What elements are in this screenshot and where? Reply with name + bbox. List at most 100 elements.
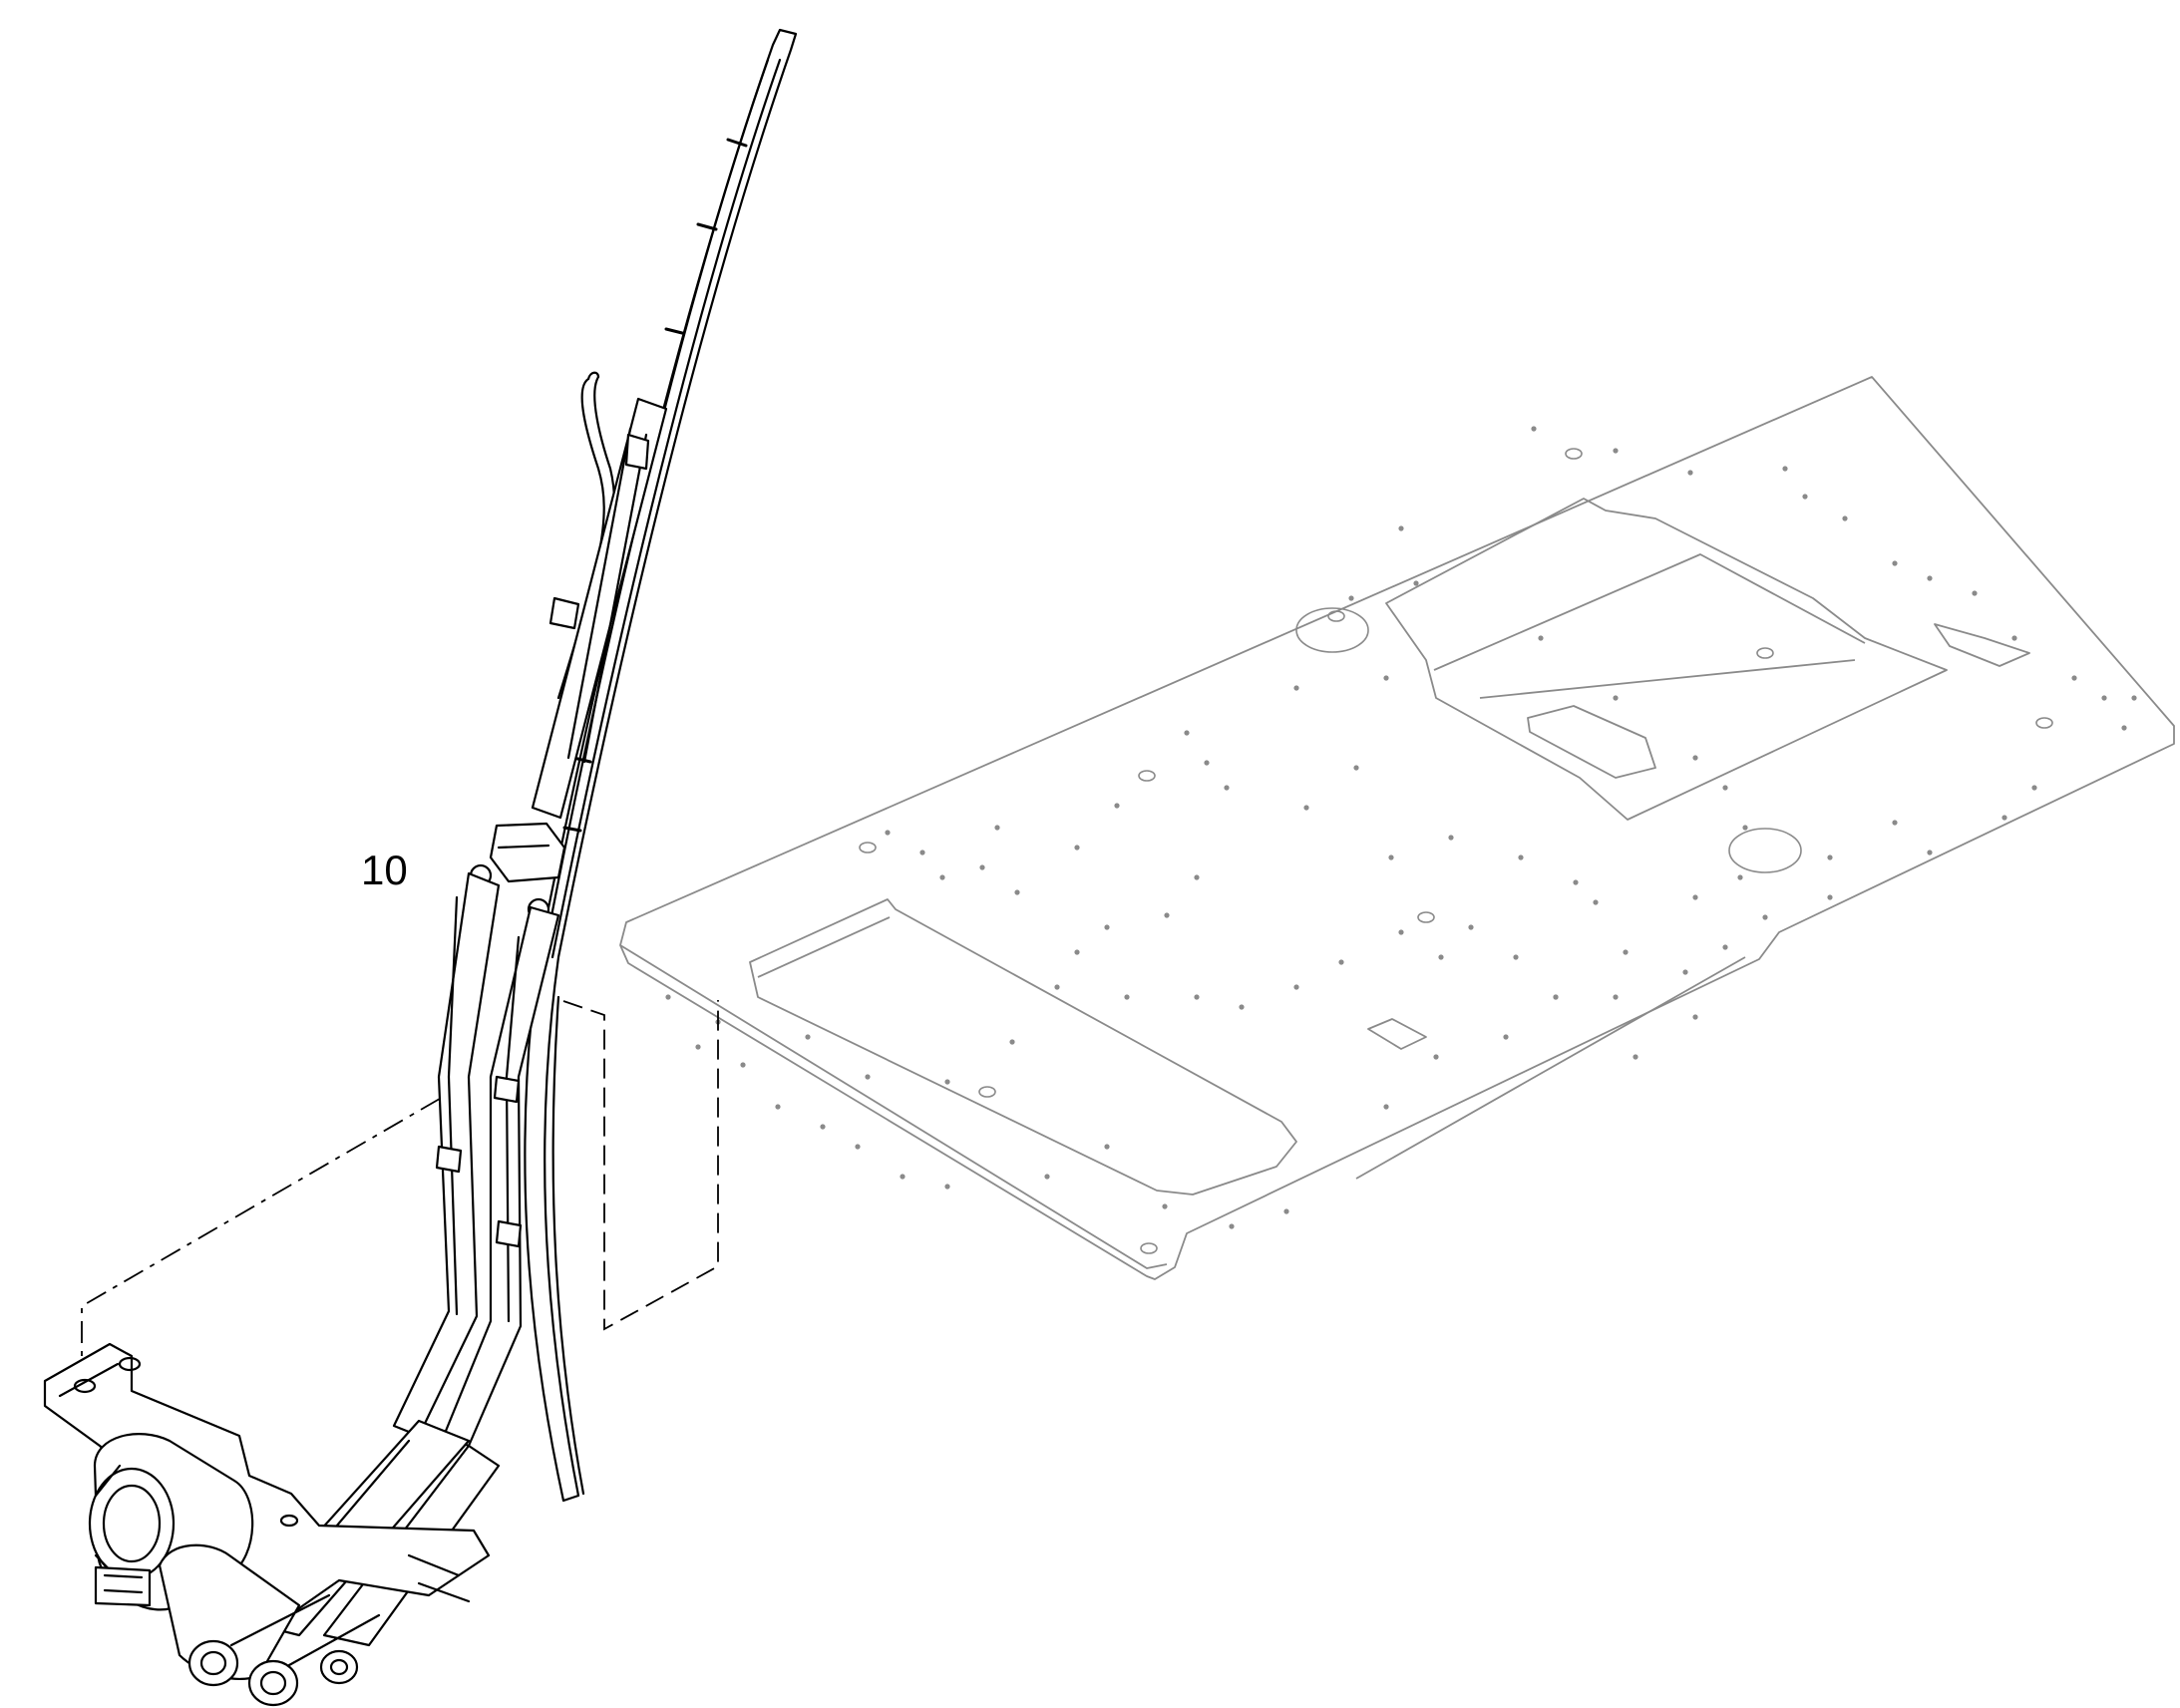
mounting-hole	[1538, 635, 1544, 641]
mounting-hole	[1762, 914, 1768, 920]
mounting-hole	[1104, 1144, 1110, 1150]
mounting-hole	[2131, 695, 2137, 701]
mounting-hole	[1293, 984, 1299, 990]
mounting-hole	[1722, 785, 1728, 791]
mounting-hole	[1613, 994, 1619, 1000]
wiper-assembly	[43, 28, 798, 1707]
mounting-hole	[1633, 1054, 1638, 1060]
mounting-hole	[1398, 929, 1404, 935]
mounting-hole	[1283, 1208, 1289, 1214]
mounting-hole	[2031, 785, 2037, 791]
mounting-hole	[1756, 647, 1774, 659]
mounting-hole	[1682, 969, 1688, 975]
mounting-hole	[859, 842, 877, 854]
mounting-hole	[1348, 595, 1354, 601]
mounting-hole	[1074, 845, 1080, 851]
mounting-hole	[1553, 994, 1559, 1000]
mounting-hole	[1184, 730, 1190, 736]
mounting-hole	[2121, 725, 2127, 731]
mounting-hole	[1613, 448, 1619, 454]
mounting-hole	[1124, 994, 1130, 1000]
mounting-hole	[1742, 825, 1748, 831]
mounting-hole	[1802, 494, 1808, 500]
mounting-hole	[1927, 850, 1933, 855]
mounting-hole	[1140, 1242, 1158, 1254]
mounting-hole	[1842, 515, 1848, 521]
mounting-hole	[1518, 854, 1524, 860]
mounting-hole	[919, 850, 925, 855]
mounting-hole	[1398, 525, 1404, 531]
mounting-hole	[1927, 575, 1933, 581]
mounting-hole	[900, 1174, 906, 1180]
mounting-hole	[939, 874, 945, 880]
mounting-hole	[1503, 1034, 1509, 1040]
mounting-hole	[2011, 635, 2017, 641]
mounting-hole	[1692, 755, 1698, 761]
mounting-hole	[855, 1144, 861, 1150]
mounting-hole	[1009, 1039, 1015, 1045]
mounting-hole	[1239, 1004, 1245, 1010]
mounting-hole	[1531, 426, 1537, 432]
mounting-hole	[978, 1086, 996, 1098]
mounting-hole	[994, 825, 1000, 831]
construction-lines	[81, 1000, 719, 1386]
roof-plate	[619, 376, 2175, 1280]
mounting-hole	[1114, 803, 1120, 809]
mounting-hole	[1194, 994, 1200, 1000]
mounting-hole	[2035, 717, 2053, 729]
mounting-hole	[1303, 805, 1309, 811]
mounting-hole	[665, 994, 671, 1000]
mounting-hole	[1827, 854, 1833, 860]
mounting-hole	[775, 1104, 781, 1110]
mounting-hole	[1138, 770, 1156, 782]
mounting-hole	[1353, 765, 1359, 771]
mounting-hole	[1687, 470, 1693, 476]
mounting-hole	[1573, 879, 1579, 885]
mounting-hole	[979, 864, 985, 870]
mounting-hole	[1613, 695, 1619, 701]
mounting-hole	[1194, 874, 1200, 880]
mounting-hole	[1229, 1223, 1235, 1229]
mounting-hole	[2001, 815, 2007, 821]
mounting-hole	[1722, 944, 1728, 950]
mounting-hole	[1692, 894, 1698, 900]
mounting-hole	[865, 1074, 871, 1080]
mounting-hole	[1054, 984, 1060, 990]
mounting-hole	[2101, 695, 2107, 701]
mounting-hole	[1593, 899, 1599, 905]
mounting-hole	[1892, 560, 1898, 566]
mounting-hole	[944, 1079, 950, 1085]
mounting-hole	[1293, 685, 1299, 691]
mounting-hole	[1448, 835, 1454, 841]
mounting-hole	[1224, 785, 1230, 791]
mounting-hole	[1438, 954, 1444, 960]
mounting-hole	[1338, 959, 1344, 965]
mounting-hole	[1782, 466, 1788, 472]
mounting-hole	[1014, 889, 1020, 895]
mounting-hole	[885, 830, 891, 836]
mounting-hole	[1972, 590, 1978, 596]
mounting-hole	[1692, 1014, 1698, 1020]
mounting-hole	[1827, 894, 1833, 900]
mounting-hole	[1468, 924, 1474, 930]
mounting-hole	[1327, 610, 1345, 622]
mounting-hole	[1565, 448, 1583, 460]
callout-10: 10	[361, 847, 408, 893]
mounting-hole	[1433, 1054, 1439, 1060]
mounting-hole	[1104, 924, 1110, 930]
mounting-hole	[820, 1124, 826, 1130]
mounting-hole	[740, 1062, 746, 1068]
mounting-hole	[805, 1034, 811, 1040]
mounting-hole	[1162, 1203, 1168, 1209]
mounting-hole	[1417, 911, 1435, 923]
mounting-hole	[1513, 954, 1519, 960]
mounting-hole	[1164, 912, 1170, 918]
mounting-hole	[1383, 1104, 1389, 1110]
mounting-hole	[944, 1184, 950, 1190]
mounting-hole	[1383, 675, 1389, 681]
mounting-hole	[695, 1044, 701, 1050]
mounting-hole	[1892, 820, 1898, 826]
mounting-hole	[1204, 760, 1210, 766]
mounting-hole	[2071, 675, 2077, 681]
